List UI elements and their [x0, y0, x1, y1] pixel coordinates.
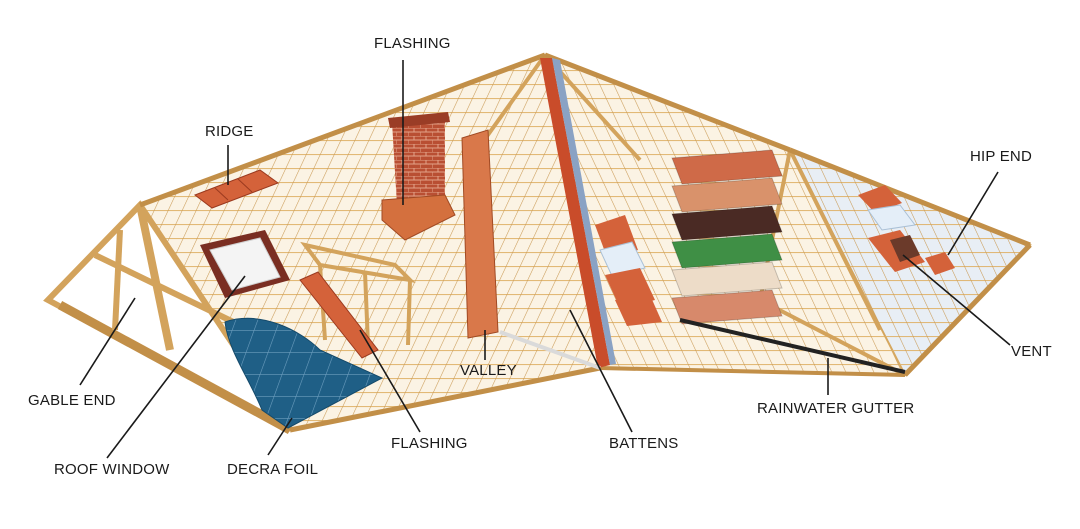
tile-swatches	[671, 149, 783, 325]
leader-decra-foil	[267, 417, 293, 456]
leader-battens	[569, 309, 633, 433]
label-flashing-bottom: FLASHING	[391, 435, 468, 452]
leader-vent	[902, 254, 1011, 346]
tile-swatch	[671, 261, 783, 297]
vent-unit	[890, 235, 920, 262]
label-flashing-top: FLASHING	[374, 35, 451, 52]
decra-foil-patch	[224, 317, 384, 429]
label-vent: VENT	[1011, 343, 1052, 360]
label-decra-foil: DECRA FOIL	[227, 461, 319, 478]
valley-strip	[540, 58, 616, 368]
label-roof-window: ROOF WINDOW	[54, 461, 170, 478]
tile-swatch	[671, 149, 783, 185]
leader-flashing-bottom	[359, 329, 421, 433]
valley-panel	[461, 129, 499, 339]
hip-tiles	[858, 185, 955, 275]
label-rainwater-gutter: RAINWATER GUTTER	[757, 400, 915, 417]
leader-roof-window	[106, 275, 246, 459]
leader-lines	[79, 60, 1011, 459]
tile-swatch	[671, 205, 783, 241]
rainwater-gutter-line	[679, 318, 906, 374]
chimney	[381, 112, 456, 241]
battens-sample-tiles	[595, 215, 662, 326]
label-battens: BATTENS	[609, 435, 679, 452]
label-hip-end: HIP END	[970, 148, 1032, 165]
leader-hip-end	[947, 171, 999, 256]
tile-swatch	[671, 177, 783, 213]
tile-swatch	[671, 289, 783, 325]
label-ridge: RIDGE	[205, 123, 254, 140]
dormer-flashing	[299, 271, 379, 359]
roof-window	[200, 230, 290, 298]
tile-swatch	[671, 233, 783, 269]
label-valley: VALLEY	[460, 362, 517, 379]
leader-gable-end	[79, 297, 136, 386]
ridge-tiles	[193, 169, 280, 209]
label-gable-end: GABLE END	[28, 392, 116, 409]
